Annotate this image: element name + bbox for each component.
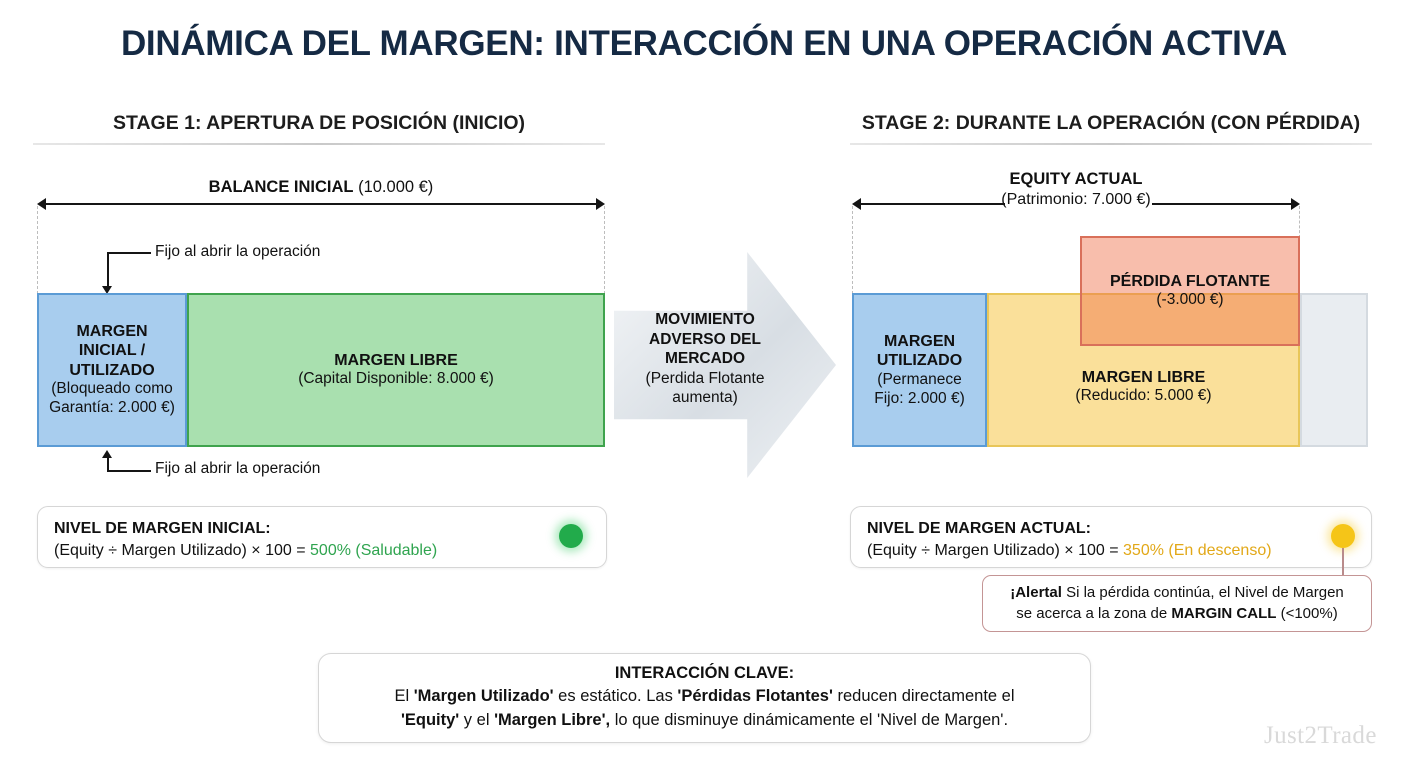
stage2-equity-label: EQUITY ACTUAL (Patrimonio: 7.000 €): [852, 170, 1300, 209]
stage1-balance-label-value: (10.000 €): [353, 178, 434, 196]
alert-line2-a: se acerca a la zona de: [1016, 604, 1172, 622]
stage1-margin-level-card: NIVEL DE MARGEN INICIAL: (Equity ÷ Marge…: [37, 506, 607, 568]
stage2-equity-arrow-left-icon: [852, 198, 1012, 210]
stage2-header: STAGE 2: DURANTE LA OPERACIÓN (CON PÉRDI…: [861, 112, 1361, 134]
summary-l2-a: 'Equity': [400, 710, 460, 729]
stage2-margin-level-card: NIVEL DE MARGEN ACTUAL: (Equity ÷ Margen…: [850, 506, 1372, 568]
stage2-loss-line2: (-3.000 €): [1156, 291, 1224, 309]
stage1-margin-line2: INICIAL /: [78, 342, 146, 360]
stage1-level-title: NIVEL DE MARGEN INICIAL:: [54, 520, 271, 537]
summary-line1: El 'Margen Utilizado' es estático. Las '…: [394, 685, 1014, 708]
stage1-balance-label: BALANCE INICIAL (10.000 €): [37, 178, 605, 198]
alert-bold-prefix: ¡Alertal: [1010, 584, 1062, 602]
stage2-equity-arrow-right-icon: [1145, 198, 1300, 210]
stage2-margin-utilizado-bar: MARGEN UTILIZADO (Permanece Fijo: 2.000 …: [852, 293, 987, 447]
page-title: DINÁMICA DEL MARGEN: INTERACCIÓN EN UNA …: [120, 24, 1288, 63]
stage2-level-title: NIVEL DE MARGEN ACTUAL:: [867, 520, 1091, 537]
summary-l1-c: es estático. Las: [553, 687, 678, 706]
stage2-margin-line4: Fijo: 2.000 €): [874, 389, 965, 407]
stage1-free-line2: (Capital Disponible: 8.000 €): [298, 370, 494, 388]
stage1-margin-line4: (Bloqueado como: [51, 380, 173, 398]
stage1-level-value: 500% (Saludable): [310, 541, 438, 559]
stage2-margen-libre-bar: MARGEN LIBRE (Reducido: 5.000 €): [987, 293, 1300, 447]
transition-line3: MERCADO: [664, 350, 746, 368]
stage2-equity-label-value: (Patrimonio: 7.000 €): [1001, 190, 1151, 208]
market-movement-label: MOVIMIENTO ADVERSO DEL MERCADO (Perdida …: [616, 310, 794, 408]
summary-line2: 'Equity' y el 'Margen Libre', lo que dis…: [401, 709, 1008, 732]
stage2-free-line1: MARGEN LIBRE: [1081, 368, 1206, 386]
alert-line1: ¡Alertal Si la pérdida continúa, el Nive…: [1010, 583, 1344, 603]
stage2-margin-line3: (Permanece: [877, 370, 962, 388]
stage1-margin-utilizado-bar: MARGEN INICIAL / UTILIZADO (Bloqueado co…: [37, 293, 187, 447]
stage2-guide-left: [852, 206, 853, 294]
brand-watermark: Just2Trade: [1264, 722, 1377, 749]
stage1-balance-label-bold: BALANCE INICIAL: [208, 178, 354, 196]
stage1-level-formula-row: (Equity ÷ Margen Utilizado) × 100 = 500%…: [54, 540, 590, 562]
stage2-lost-capital-ghost-bar: [1300, 293, 1368, 447]
stage1-margin-line1: MARGEN: [76, 322, 148, 340]
alert-line2-b: (<100%): [1276, 604, 1338, 622]
alert-line1-rest: Si la pérdida continúa, el Nivel de Marg…: [1061, 584, 1344, 602]
stage1-header-rule: [33, 143, 605, 145]
stage1-level-formula: (Equity ÷ Margen Utilizado) × 100 =: [54, 541, 311, 559]
stage2-margin-line1: MARGEN: [883, 332, 956, 350]
transition-line2: ADVERSO DEL: [649, 330, 761, 348]
alert-line2: se acerca a la zona de MARGIN CALL (<100…: [1016, 604, 1337, 624]
summary-l1-b: 'Margen Utilizado': [413, 687, 554, 706]
transition-line4: (Perdida Flotante: [645, 369, 765, 387]
summary-l1-d: 'Pérdidas Flotantes': [677, 687, 833, 706]
stage1-margin-line5: Garantía: 2.000 €): [49, 399, 175, 417]
stage1-free-line1: MARGEN LIBRE: [334, 351, 458, 369]
stage2-header-rule: [850, 143, 1372, 145]
stage2-equity-label-bold: EQUITY ACTUAL: [1009, 170, 1143, 188]
stage2-level-formula-row: (Equity ÷ Margen Utilizado) × 100 = 350%…: [867, 540, 1355, 562]
stage2-guide-right: [1299, 206, 1300, 238]
summary-l1-e: reducen directamente el: [832, 687, 1015, 706]
stage1-margin-line3: UTILIZADO: [69, 361, 155, 379]
summary-l1-a: El: [394, 687, 414, 706]
stage1-callout-bottom-text: Fijo al abrir la operación: [155, 460, 321, 477]
status-dot-green-icon: [559, 524, 583, 548]
status-dot-yellow-icon: [1331, 524, 1355, 548]
summary-l2-b: y el: [459, 710, 495, 729]
alert-line2-bold: MARGIN CALL: [1171, 604, 1277, 622]
stage2-loss-line1: PÉRDIDA FLOTANTE: [1110, 272, 1270, 290]
key-interaction-summary-card: INTERACCIÓN CLAVE: El 'Margen Utilizado'…: [318, 653, 1091, 743]
alert-connector-line: [1342, 548, 1344, 578]
stage1-callout-top-text: Fijo al abrir la operación: [155, 243, 321, 260]
transition-line5: aumenta): [672, 389, 738, 407]
stage1-header: STAGE 1: APERTURA DE POSICIÓN (INICIO): [112, 112, 526, 134]
margin-call-alert-box: ¡Alertal Si la pérdida continúa, el Nive…: [982, 575, 1372, 632]
stage1-guide-right: [604, 206, 605, 294]
stage2-margin-line2: UTILIZADO: [876, 352, 963, 370]
stage1-balance-arrow-icon: [37, 198, 605, 210]
summary-l2-d: lo que disminuye dinámicamente el 'Nivel…: [610, 710, 1009, 729]
summary-title: INTERACCIÓN CLAVE:: [614, 664, 795, 683]
stage1-guide-left: [37, 206, 38, 294]
stage2-free-line2: (Reducido: 5.000 €): [1075, 387, 1212, 405]
stage2-level-formula: (Equity ÷ Margen Utilizado) × 100 =: [867, 541, 1124, 559]
stage2-perdida-flotante-bar: PÉRDIDA FLOTANTE (-3.000 €): [1080, 236, 1300, 346]
transition-line1: MOVIMIENTO: [655, 311, 755, 328]
stage2-level-value: 350% (En descenso): [1123, 541, 1272, 559]
summary-l2-c: 'Margen Libre',: [494, 710, 611, 729]
stage1-margen-libre-bar: MARGEN LIBRE (Capital Disponible: 8.000 …: [187, 293, 605, 447]
